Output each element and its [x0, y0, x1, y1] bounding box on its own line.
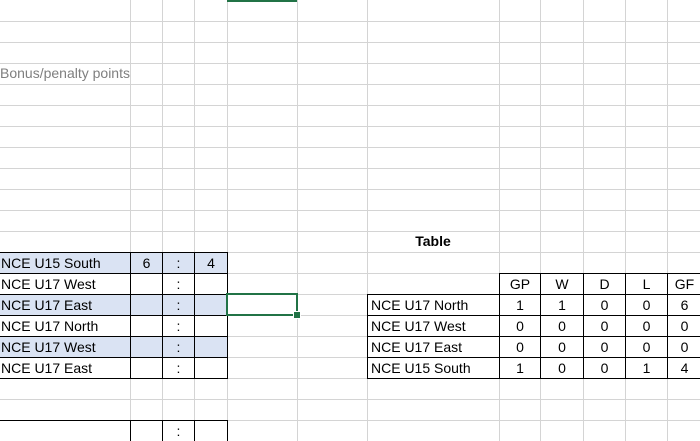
standings-value-cell[interactable]: 0 [625, 336, 668, 358]
fill-handle[interactable] [293, 311, 301, 319]
match-away-score-cell[interactable] [194, 315, 228, 337]
standings-value-cell[interactable]: 0 [499, 336, 541, 358]
selected-cell[interactable] [226, 293, 298, 316]
standings-team-cell[interactable]: NCE U17 North [367, 294, 500, 316]
standings-value-cell[interactable]: 0 [540, 357, 584, 379]
bonus-penalty-label: Bonus/penalty points [0, 65, 130, 81]
match-team-cell[interactable] [0, 420, 131, 441]
match-home-score-cell[interactable] [130, 294, 163, 316]
standings-value-cell[interactable]: 6 [667, 294, 700, 316]
match-away-score-cell[interactable] [194, 420, 228, 441]
standings-value-cell[interactable]: 0 [540, 336, 584, 358]
match-away-score-cell[interactable] [194, 294, 228, 316]
standings-header-l[interactable]: L [625, 273, 668, 295]
match-separator-cell[interactable]: : [162, 336, 195, 358]
match-separator-cell[interactable]: : [162, 252, 195, 274]
match-home-score-cell[interactable] [130, 357, 163, 379]
active-column-marker [227, 0, 297, 2]
match-team-cell[interactable]: NCE U17 West [0, 336, 131, 358]
standings-value-cell[interactable]: 1 [499, 357, 541, 379]
standings-value-cell[interactable]: 0 [625, 294, 668, 316]
standings-team-cell[interactable]: NCE U17 West [367, 315, 500, 337]
match-home-score-cell[interactable] [130, 420, 163, 441]
match-team-cell[interactable]: NCE U17 East [0, 294, 131, 316]
standings-value-cell[interactable]: 1 [499, 294, 541, 316]
match-team-cell[interactable]: NCE U17 North [0, 315, 131, 337]
match-home-score-cell[interactable] [130, 273, 163, 295]
standings-value-cell[interactable]: 0 [540, 315, 584, 337]
standings-value-cell[interactable]: 0 [625, 315, 668, 337]
standings-team-cell[interactable]: NCE U17 East [367, 336, 500, 358]
standings-value-cell[interactable]: 4 [667, 357, 700, 379]
match-team-cell[interactable]: NCE U17 West [0, 273, 131, 295]
match-home-score-cell[interactable] [130, 336, 163, 358]
standings-value-cell[interactable]: 0 [583, 357, 626, 379]
standings-header-d[interactable]: D [583, 273, 626, 295]
match-separator-cell[interactable]: : [162, 294, 195, 316]
standings-value-cell[interactable]: 1 [625, 357, 668, 379]
match-separator-cell[interactable]: : [162, 357, 195, 379]
match-team-cell[interactable]: NCE U15 South [0, 252, 131, 274]
standings-value-cell[interactable]: 0 [583, 336, 626, 358]
standings-value-cell[interactable]: 0 [667, 315, 700, 337]
standings-header-gp[interactable]: GP [499, 273, 541, 295]
standings-value-cell[interactable]: 0 [583, 315, 626, 337]
match-away-score-cell[interactable]: 4 [194, 252, 228, 274]
standings-value-cell[interactable]: 0 [667, 336, 700, 358]
match-separator-cell[interactable]: : [162, 273, 195, 295]
standings-header-w[interactable]: W [540, 273, 584, 295]
standings-header-gf[interactable]: GF [667, 273, 700, 295]
match-home-score-cell[interactable] [130, 315, 163, 337]
match-separator-cell[interactable]: : [162, 315, 195, 337]
match-home-score-cell[interactable]: 6 [130, 252, 163, 274]
standings-title: Table [415, 233, 451, 249]
standings-team-cell[interactable]: NCE U15 South [367, 357, 500, 379]
match-away-score-cell[interactable] [194, 357, 228, 379]
match-away-score-cell[interactable] [194, 336, 228, 358]
standings-value-cell[interactable]: 1 [540, 294, 584, 316]
standings-value-cell[interactable]: 0 [583, 294, 626, 316]
match-team-cell[interactable]: NCE U17 East [0, 357, 131, 379]
match-away-score-cell[interactable] [194, 273, 228, 295]
match-separator-cell[interactable]: : [162, 420, 195, 441]
standings-value-cell[interactable]: 0 [499, 315, 541, 337]
